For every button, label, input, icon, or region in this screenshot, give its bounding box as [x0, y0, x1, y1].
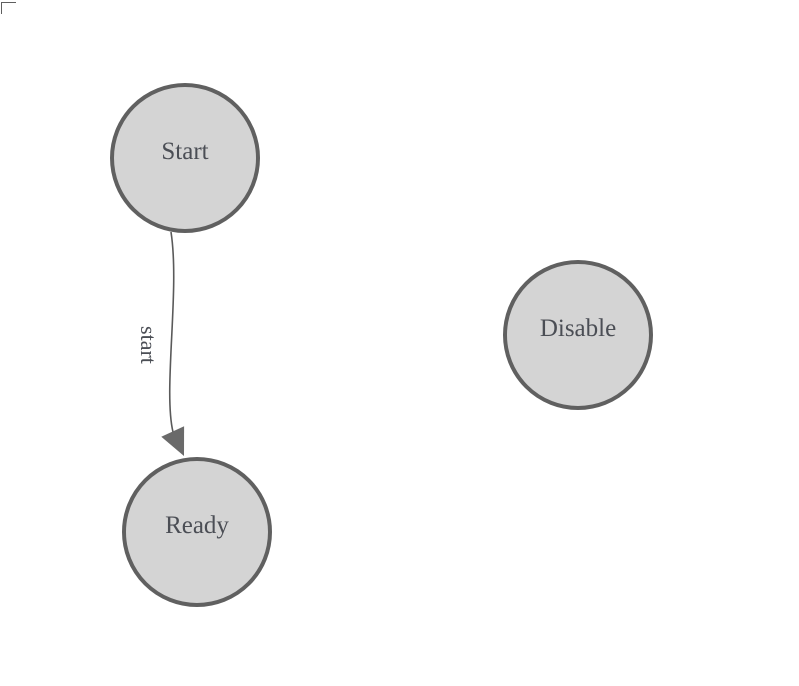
node-start[interactable]: Start: [110, 83, 260, 233]
edge-line[interactable]: [168, 231, 175, 433]
edge-label[interactable]: start: [136, 326, 161, 364]
node-ready-circle[interactable]: [122, 457, 272, 607]
node-disable[interactable]: Disable: [503, 260, 653, 410]
node-start-circle[interactable]: [110, 83, 260, 233]
node-ready[interactable]: Ready: [122, 457, 272, 607]
edge-start-to-ready[interactable]: start: [136, 231, 185, 456]
edge-arrowhead-icon: [161, 426, 185, 456]
node-disable-circle[interactable]: [503, 260, 653, 410]
canvas-corner-mark: [1, 2, 16, 14]
